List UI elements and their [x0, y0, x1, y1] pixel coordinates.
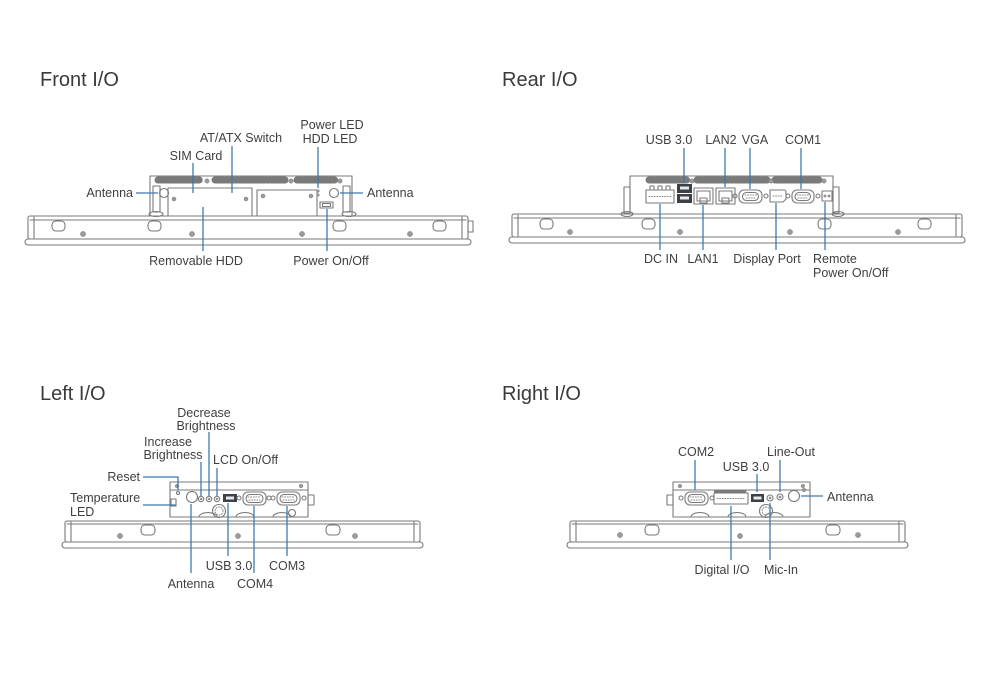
right-panel-lip: [566, 541, 909, 549]
front-leader-lines: [136, 146, 363, 251]
left-temperature-led: [170, 498, 177, 507]
left-com4-port: [242, 491, 267, 506]
left-label-temperature-line2: LED: [70, 505, 94, 519]
rear-label-dc-in: DC IN: [644, 252, 678, 266]
rear-label-vga: VGA: [742, 133, 769, 147]
right-io-view: Right I/O: [502, 383, 909, 577]
rear-panel-lip: [508, 236, 966, 244]
right-label-antenna: Antenna: [827, 490, 874, 504]
front-antenna-hole-left: [158, 187, 170, 199]
left-panel-lip: [61, 541, 424, 549]
front-panel-lip: [24, 238, 472, 246]
right-label-line-out: Line-Out: [767, 445, 815, 459]
left-label-decrease-line2: Brightness: [176, 419, 235, 433]
front-hdd-led: [316, 193, 320, 197]
rear-remote-power-port: [821, 190, 833, 202]
front-label-power-led: Power LED: [300, 118, 363, 132]
front-removable-hdd-bay: [167, 187, 253, 217]
front-title: Front I/O: [40, 69, 119, 91]
left-label-temperature-line1: Temperature: [70, 491, 140, 505]
left-label-increase-line2: Brightness: [143, 448, 202, 462]
front-antenna-hole-right: [328, 187, 340, 199]
right-antenna-hole: [787, 489, 801, 503]
rear-right-bracket: [832, 186, 840, 214]
left-label-lcd-onoff: LCD On/Off: [213, 453, 279, 467]
right-mic-in-jack: [766, 494, 774, 502]
rear-label-remote-line2: Power On/Off: [813, 266, 889, 280]
front-right-bracket: [342, 185, 351, 213]
left-decrease-brightness-button: [205, 495, 213, 503]
right-label-usb30: USB 3.0: [723, 460, 770, 474]
right-title: Right I/O: [502, 383, 581, 405]
rear-label-display-port: Display Port: [733, 252, 801, 266]
front-label-atx-switch: AT/ATX Switch: [200, 131, 282, 145]
front-module-box: [256, 189, 318, 217]
rear-displayport-port: [769, 189, 787, 203]
left-label-reset: Reset: [107, 470, 140, 484]
front-power-button: [319, 201, 334, 209]
front-power-led: [316, 189, 320, 193]
rear-label-com1: COM1: [785, 133, 821, 147]
left-io-view: Left I/O: [40, 383, 424, 591]
rear-lan1-port: [693, 187, 714, 205]
rear-label-remote-line1: Remote: [813, 252, 857, 266]
left-label-decrease-line1: Decrease: [177, 406, 231, 420]
left-antenna-hole: [185, 490, 199, 504]
left-label-com3: COM3: [269, 559, 305, 573]
rear-title: Rear I/O: [502, 69, 578, 91]
front-left-bracket: [152, 185, 161, 213]
rear-vga-port: [738, 189, 763, 204]
left-leader-lines: [143, 432, 288, 573]
left-increase-brightness-button: [197, 495, 205, 503]
front-label-removable-hdd: Removable HDD: [149, 254, 243, 268]
left-label-com4: COM4: [237, 577, 273, 591]
left-label-increase-line1: Increase: [144, 435, 192, 449]
front-label-antenna-left: Antenna: [86, 186, 133, 200]
right-leader-lines: [694, 460, 823, 560]
front-label-hdd-led: HDD LED: [303, 132, 358, 146]
left-lcd-onoff-button: [213, 495, 221, 503]
rear-device-drawing: [508, 175, 966, 244]
front-label-power-onoff: Power On/Off: [293, 254, 369, 268]
left-reset-button: [175, 490, 181, 496]
rear-io-view: Rear I/O: [502, 69, 966, 280]
right-label-mic-in: Mic-In: [764, 563, 798, 577]
right-com2-port: [684, 491, 709, 506]
right-line-out-jack: [776, 493, 784, 501]
right-device-drawing: [566, 481, 909, 549]
right-label-digital-io: Digital I/O: [695, 563, 750, 577]
rear-lan2-port: [715, 187, 736, 205]
rear-com1-port: [791, 189, 815, 204]
rear-label-lan1: LAN1: [687, 252, 718, 266]
left-com3-port: [276, 491, 301, 506]
rear-label-lan2: LAN2: [705, 133, 736, 147]
front-label-sim-card: SIM Card: [170, 149, 223, 163]
right-label-com2: COM2: [678, 445, 714, 459]
front-label-antenna-right: Antenna: [367, 186, 414, 200]
right-edge-connector: [666, 494, 674, 506]
left-edge-connector: [307, 494, 315, 506]
rear-left-bracket: [623, 186, 631, 214]
left-label-usb30: USB 3.0: [206, 559, 253, 573]
rear-leader-lines: [659, 148, 826, 250]
left-label-antenna: Antenna: [168, 577, 215, 591]
left-device-drawing: [61, 481, 424, 549]
front-io-view: Front I/O: [24, 69, 474, 268]
rear-label-usb30: USB 3.0: [646, 133, 693, 147]
left-title: Left I/O: [40, 383, 106, 405]
